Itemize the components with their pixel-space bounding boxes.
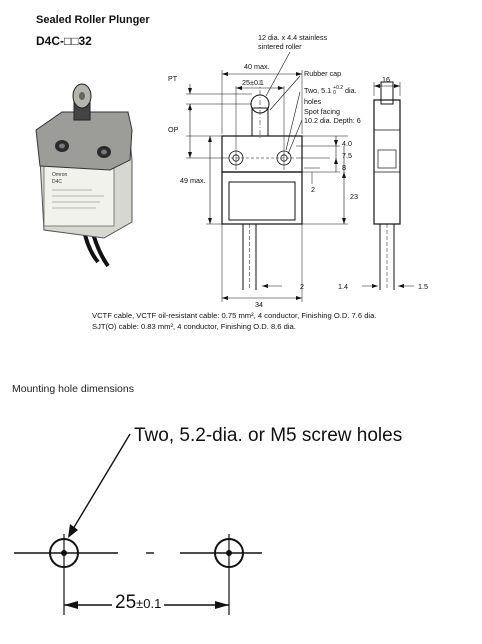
dim-2-mid: 2	[311, 185, 315, 194]
holes-dia: dia.	[345, 86, 357, 95]
cable-note-1: VCTF cable, VCTF oil-resistant cable: 0.…	[92, 311, 377, 320]
cable-note-2: SJT(O) cable: 0.83 mm², 4 conductor, Fin…	[92, 322, 296, 331]
dim-4-0: 4.0	[342, 139, 352, 148]
dim-2-bottom: 2	[300, 282, 304, 291]
mounting-dim-tol: ±0.1	[136, 596, 162, 611]
dim-23: 23	[350, 192, 358, 201]
mounting-dim-value: 25	[115, 592, 137, 613]
mounting-callout: Two, 5.2-dia. or M5 screw holes	[134, 425, 403, 446]
holes-tolerance: +0.2 0	[333, 86, 343, 96]
holes-callout: Two, 5.1 +0.2 0 dia.	[304, 86, 357, 96]
roller-callout-line2: sintered roller	[258, 42, 302, 51]
dim-1-4: 1.4	[338, 282, 348, 291]
photo-brand-label: Omron	[52, 172, 68, 178]
dim-34: 34	[255, 300, 263, 309]
mounting-heading: Mounting hole dimensions	[12, 383, 134, 395]
op-label: OP	[168, 125, 179, 134]
photo-model-label: D4C	[52, 179, 63, 185]
pt-label: PT	[168, 74, 178, 83]
holes-tol-upper: +0.2	[333, 85, 344, 92]
front-body	[221, 171, 303, 225]
model-number: D4C-□□32	[36, 34, 92, 48]
dim-8: 8	[342, 163, 346, 172]
holes-line2: holes	[304, 97, 322, 106]
dim-40max: 40 max.	[244, 62, 270, 71]
spot-facing-line1: Spot facing	[304, 107, 340, 116]
holes-line1: Two, 5.1	[304, 86, 332, 95]
dim-25: 25±0.1	[242, 78, 264, 87]
holes-tol-lower: 0	[333, 90, 336, 97]
dim-7-5: 7.5	[342, 151, 352, 160]
mounting-dim-label: 25±0.1	[112, 592, 165, 614]
roller-callout-line1: 12 dia. x 4.4 stainless	[258, 33, 328, 42]
spot-facing-line2: 10.2 dia. Depth: 6	[304, 116, 361, 125]
page-title: Sealed Roller Plunger	[36, 14, 150, 26]
front-label-window	[228, 181, 296, 221]
dim-1-5: 1.5	[418, 282, 428, 291]
dim-16: 16	[382, 75, 390, 84]
dim-49max: 49 max.	[180, 176, 206, 185]
switch-photo-illustration	[35, 83, 133, 268]
rubber-cap-label: Rubber cap	[304, 69, 342, 78]
